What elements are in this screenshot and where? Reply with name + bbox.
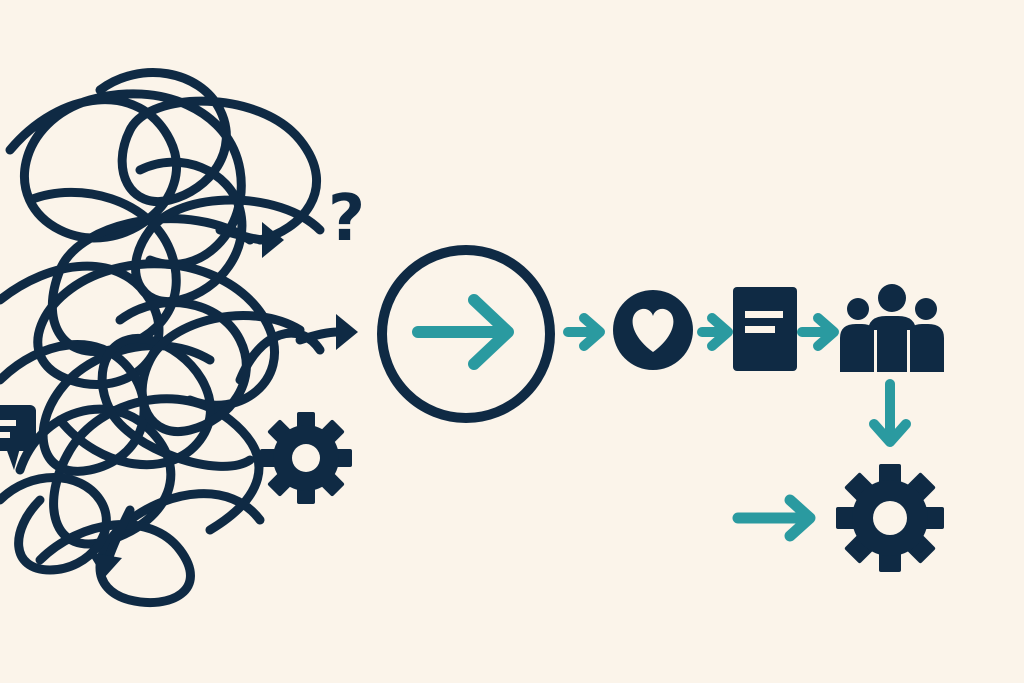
circled-arrow-icon <box>377 245 555 423</box>
arrow-icon <box>563 313 605 351</box>
document-icon <box>733 287 797 371</box>
arrow-icon <box>697 313 733 351</box>
arrow-icon <box>732 494 816 542</box>
tangle-arrowhead-middle <box>295 314 358 350</box>
speech-bubble-icon <box>0 405 36 470</box>
arrow-icon <box>797 313 839 351</box>
people-group-icon <box>840 284 944 372</box>
tangle-arrowhead-bottom <box>88 505 135 578</box>
question-mark: ? <box>328 182 365 256</box>
gear-icon <box>836 464 944 572</box>
gear-icon <box>260 412 352 504</box>
tangled-lines <box>0 68 325 608</box>
tangle-arrowhead-top <box>215 222 284 258</box>
arrow-icon <box>869 379 911 447</box>
heart-icon <box>613 290 693 370</box>
